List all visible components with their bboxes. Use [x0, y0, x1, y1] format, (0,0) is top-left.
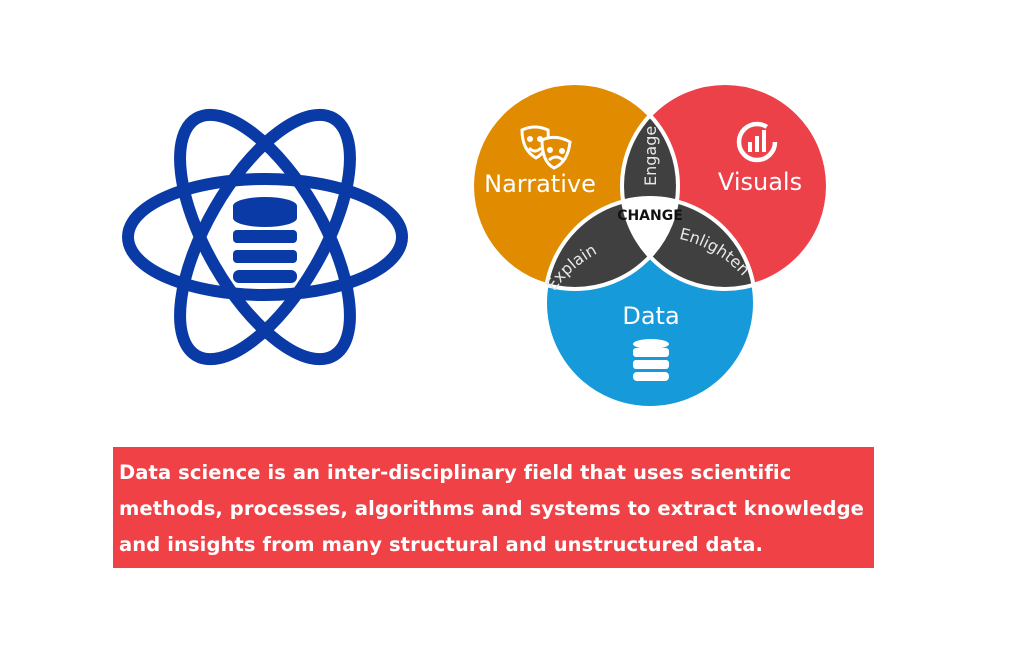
center-label: CHANGE: [617, 208, 683, 224]
database-icon: [633, 339, 669, 381]
data-label: Data: [622, 302, 679, 330]
narrative-label: Narrative: [484, 170, 596, 198]
engage-label: Engage: [641, 126, 660, 186]
venn-diagram: Narrative Visuals Data Engage Explain En…: [470, 81, 830, 410]
visuals-label: Visuals: [718, 168, 802, 196]
overlap-visuals-data: [622, 198, 755, 289]
atom-orbits: [122, 108, 408, 366]
atom-database-icon-center: [233, 197, 297, 283]
definition-caption: Data science is an inter-disciplinary fi…: [113, 447, 874, 568]
definition-text: Data science is an inter-disciplinary fi…: [119, 461, 864, 556]
atom-database-icon: [122, 108, 408, 366]
atom-orbit-diagonal-a: [174, 108, 356, 366]
overlap-narrative-data: [545, 198, 678, 289]
atom-orbit-horizontal: [122, 173, 408, 301]
pie-chart-icon: [736, 121, 778, 163]
theater-masks-icon: [520, 125, 572, 170]
atom-orbit-diagonal-b: [174, 108, 356, 366]
